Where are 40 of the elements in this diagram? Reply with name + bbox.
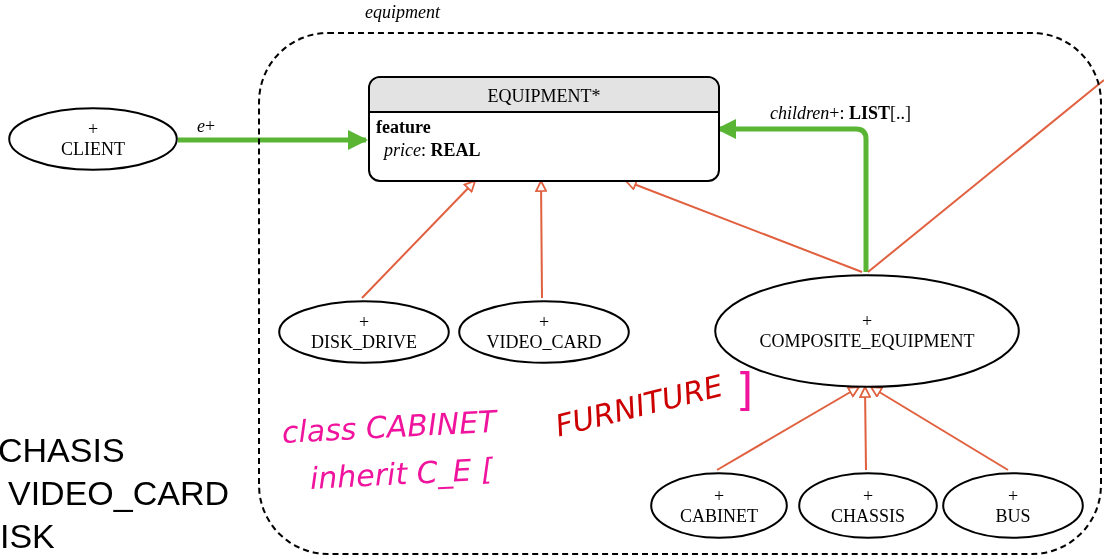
class-name: BUS	[995, 505, 1031, 526]
class-ellipse	[942, 472, 1084, 539]
class-name: VIDEO_CARD	[486, 332, 602, 352]
code-text: CHASIS	[0, 433, 125, 467]
handwritten-bracket: ]	[736, 368, 754, 412]
handwritten-note: class CABINET	[281, 406, 498, 448]
inheritance-arrow	[625, 179, 863, 273]
class-marker: +	[87, 119, 99, 139]
class-name: CLIENT	[61, 139, 125, 159]
code-text: VIDEO_CARD	[8, 476, 230, 510]
class-marker: +	[1007, 485, 1019, 506]
class-name: COMPOSITE_EQUIPMENT	[759, 331, 975, 351]
class-marker: +	[862, 485, 874, 506]
class-ellipse	[458, 300, 630, 364]
class-marker: +	[538, 312, 550, 332]
inheritance-arrow	[859, 386, 871, 471]
class-name: CHASSIS	[831, 505, 905, 526]
inheritance-arrow	[535, 180, 547, 299]
feature-clause: feature	[375, 116, 432, 138]
attribute: price: REAL	[382, 139, 482, 161]
class-marker: +	[713, 485, 725, 506]
class-ellipse	[798, 472, 938, 539]
class-marker: +	[861, 311, 873, 331]
association-arrow	[178, 130, 368, 150]
class-ellipse	[8, 107, 178, 171]
class-ellipse	[278, 300, 450, 364]
class-name: DISK_DRIVE	[311, 332, 417, 352]
inheritance-arrow	[870, 386, 1009, 471]
inheritance-arrow	[361, 180, 476, 299]
handwritten-note: inherit C_E [	[309, 454, 494, 494]
code-text: ISK	[0, 519, 55, 553]
class-name: CABINET	[680, 505, 758, 526]
edge-label: children+: LIST[..]	[770, 103, 911, 123]
class-box	[368, 76, 720, 182]
class-ellipse	[650, 472, 788, 539]
inheritance-arrow	[716, 386, 860, 471]
class-name: EQUIPMENT*	[370, 78, 718, 113]
inheritance-line	[867, 79, 1104, 273]
package-name: equipment	[365, 2, 440, 23]
class-marker: +	[358, 312, 370, 332]
